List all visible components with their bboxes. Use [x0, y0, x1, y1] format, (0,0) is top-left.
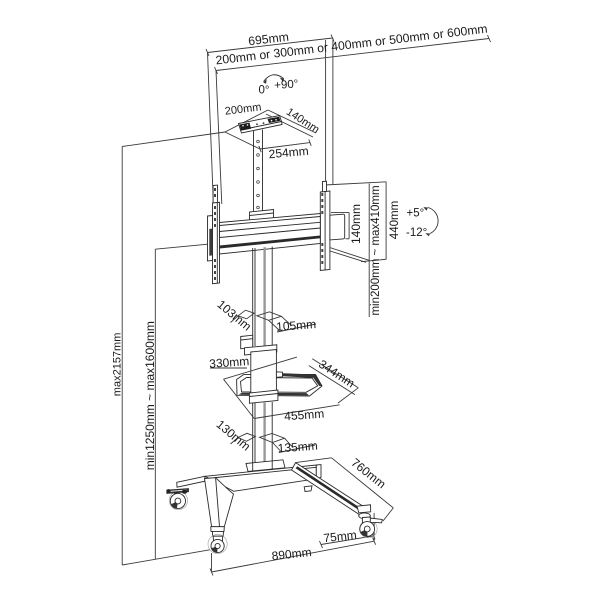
- svg-text:min200mm ~ max410mm: min200mm ~ max410mm: [370, 185, 382, 315]
- svg-text:440mm: 440mm: [389, 201, 401, 239]
- svg-text:+5°: +5°: [407, 208, 425, 220]
- svg-text:455mm: 455mm: [284, 407, 325, 424]
- svg-text:75mm: 75mm: [323, 528, 358, 545]
- svg-text:254mm: 254mm: [268, 144, 309, 161]
- svg-text:-12°: -12°: [406, 227, 427, 239]
- svg-text:140mm: 140mm: [349, 204, 363, 244]
- svg-text:105mm: 105mm: [276, 317, 317, 334]
- svg-text:0°: 0°: [259, 85, 270, 97]
- svg-text:890mm: 890mm: [271, 545, 312, 563]
- svg-text:330mm: 330mm: [209, 354, 250, 371]
- svg-text:max2157mm: max2157mm: [111, 333, 123, 397]
- svg-text:200mm: 200mm: [224, 101, 262, 117]
- svg-text:695mm: 695mm: [248, 30, 290, 49]
- svg-text:+90°: +90°: [274, 78, 299, 92]
- svg-text:135mm: 135mm: [277, 439, 318, 456]
- svg-text:min1250mm ~ max1600mm: min1250mm ~ max1600mm: [143, 321, 157, 470]
